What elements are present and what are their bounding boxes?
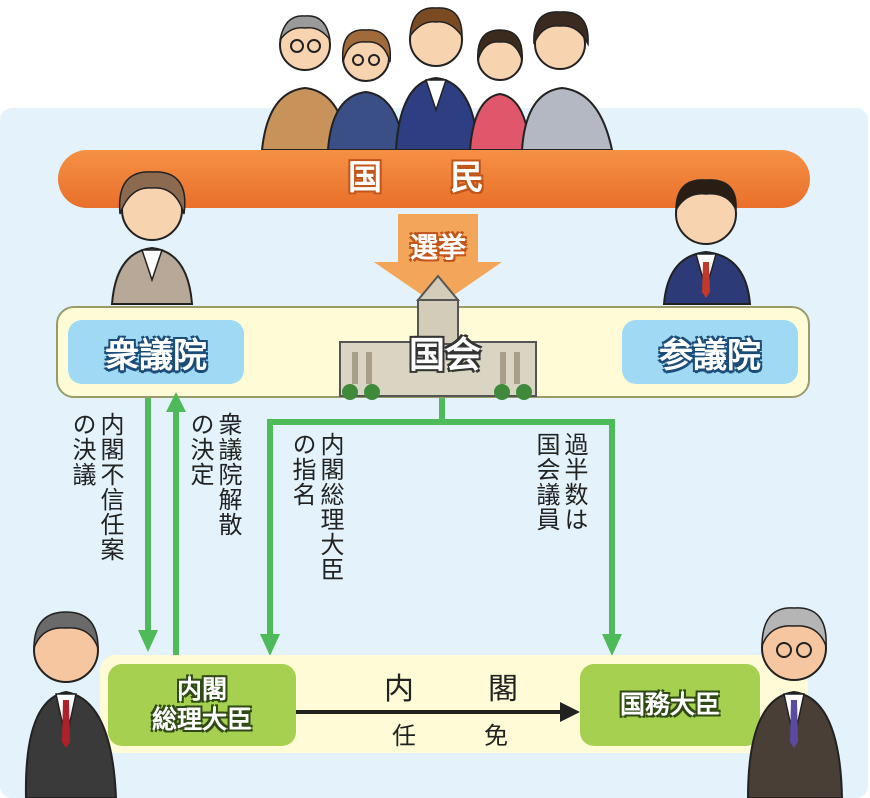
- prime-minister-box: 内閣 総理大臣: [108, 664, 296, 746]
- prime-minister-label: 内閣 総理大臣: [151, 675, 252, 734]
- house-of-representatives-label: 衆議院: [105, 335, 207, 376]
- cabinet-label: 内 閣: [384, 672, 540, 707]
- ministers-label: 国務大臣: [619, 690, 720, 719]
- ministers-box: 国務大臣: [580, 664, 760, 746]
- dissolution-text: 衆議院解散 の決定: [186, 412, 242, 537]
- house-of-councillors-box: 参議院: [622, 320, 798, 384]
- election-label: 選挙: [409, 231, 466, 264]
- appoint-dismiss-label: 任 免: [392, 722, 530, 750]
- majority-members-text: 過半数は 国会議員: [532, 432, 588, 532]
- diet-label: 国会: [408, 335, 481, 376]
- citizens-label: 国 民: [348, 158, 484, 198]
- house-of-councillors-label: 参議院: [659, 335, 761, 376]
- no-confidence-text: 内閣不信任案 の決議: [68, 412, 124, 562]
- pm-nomination-text: 内閣総理大臣 の指名: [288, 432, 344, 582]
- house-of-representatives-box: 衆議院: [68, 320, 244, 384]
